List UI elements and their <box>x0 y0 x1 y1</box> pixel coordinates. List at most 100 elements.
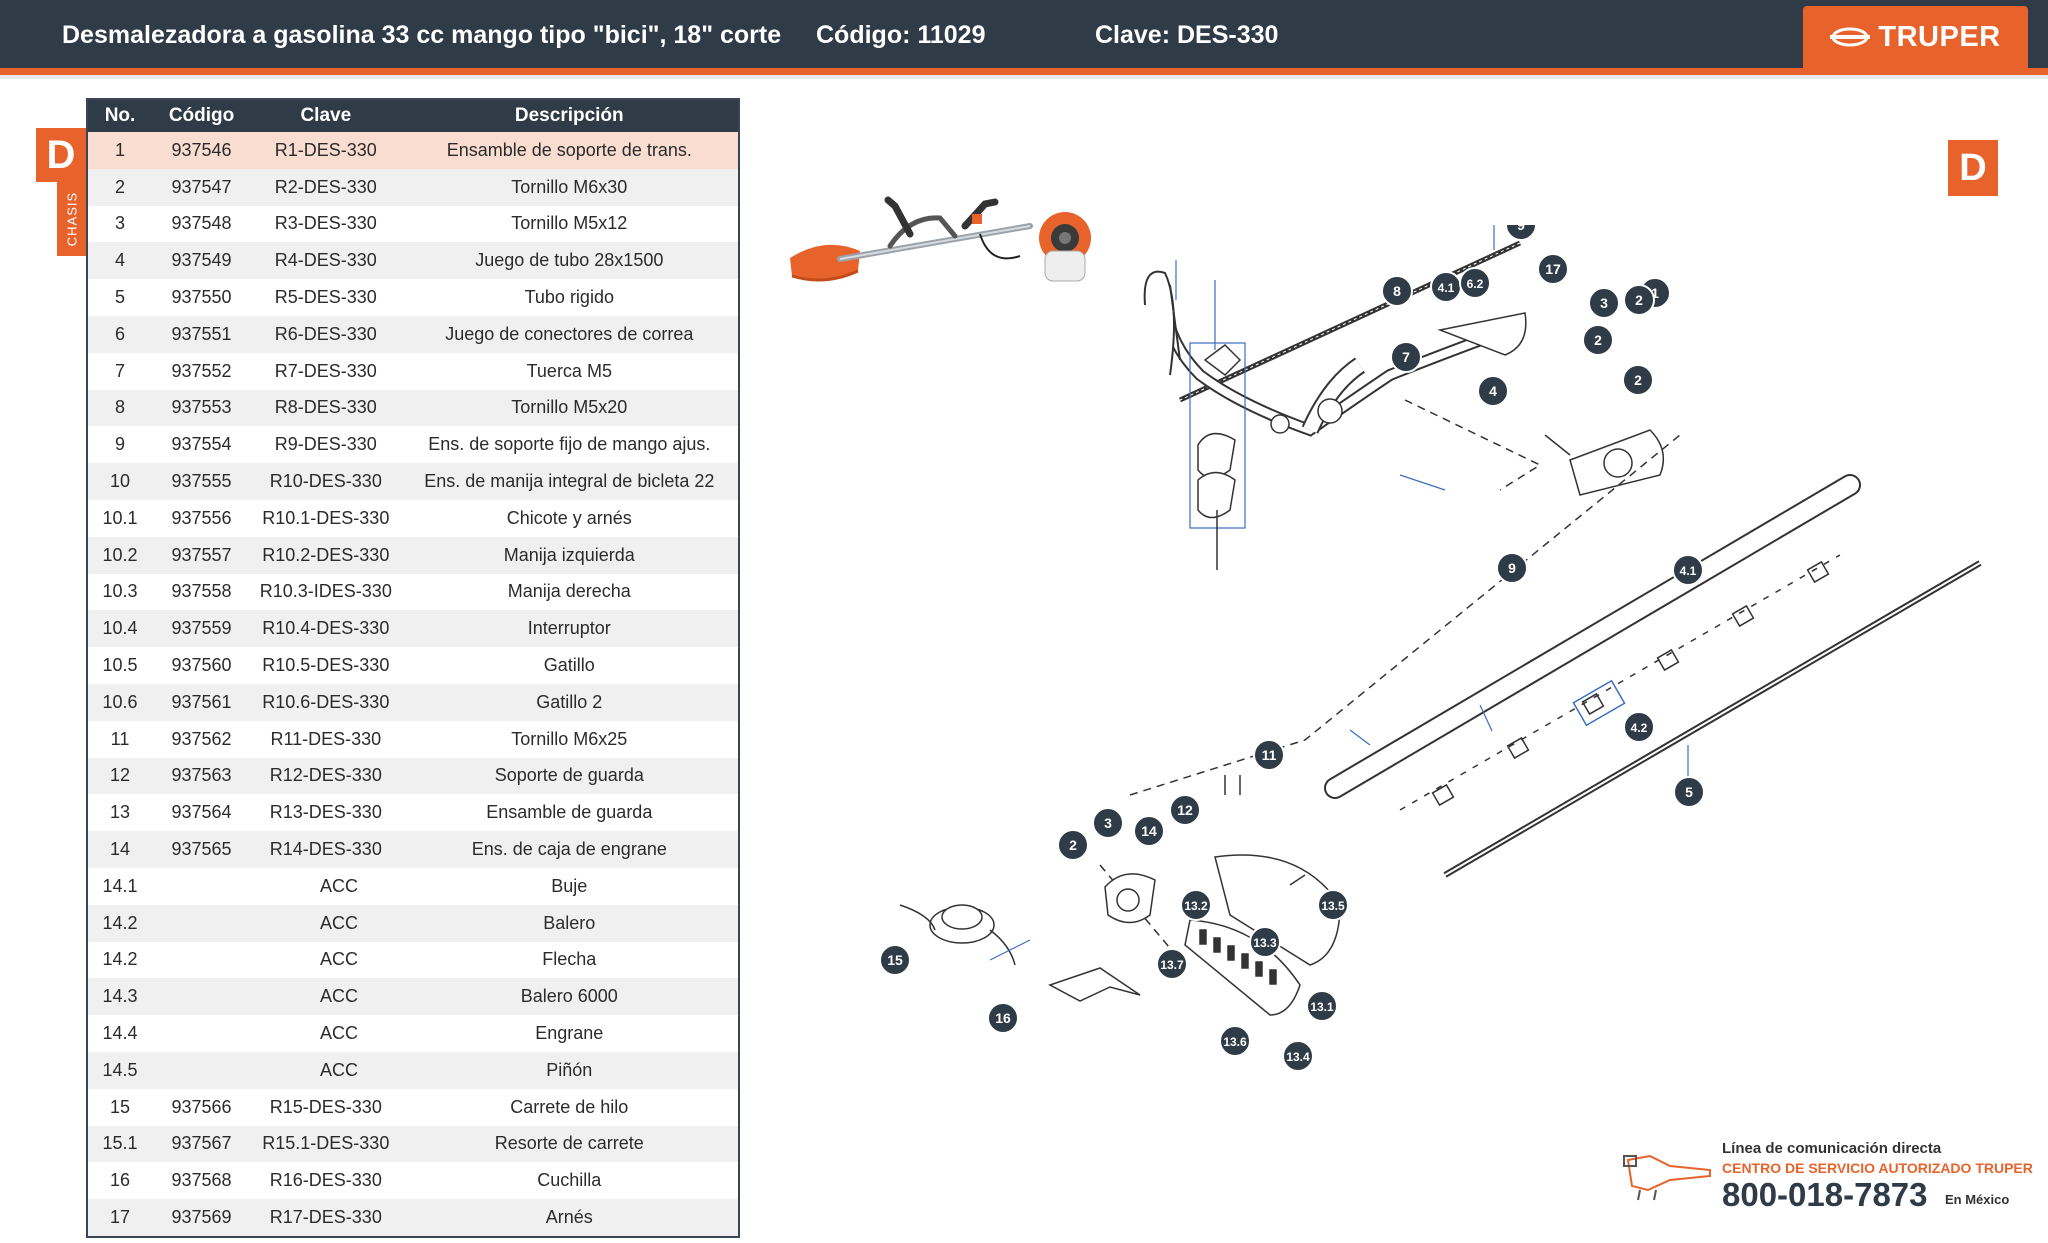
callout-badge: 2 <box>1623 284 1655 316</box>
cell-clave: R10.4-DES-330 <box>251 610 401 648</box>
cell-descripcion: Carrete de hilo <box>400 1088 739 1126</box>
brand-name: TRUPER <box>1878 20 2001 53</box>
cell-descripcion: Balero 6000 <box>400 978 739 1016</box>
cell-codigo: 937547 <box>152 168 252 206</box>
callout-label: 2 <box>1069 837 1077 853</box>
cell-descripcion: Flecha <box>400 941 739 979</box>
callout-circle <box>1092 807 1124 839</box>
cell-codigo: 937558 <box>152 573 252 611</box>
callout-circle <box>1459 267 1491 299</box>
cell-clave: R4-DES-330 <box>251 242 401 280</box>
product-code: Código: 11029 <box>816 21 986 49</box>
cell-descripcion: Ens. de manija integral de bicleta 22 <box>400 463 739 500</box>
callout-label: 13.3 <box>1253 936 1277 950</box>
cell-descripcion: Arnés <box>400 1199 739 1237</box>
cell-codigo: 937566 <box>152 1088 252 1126</box>
cell-acc: ACC <box>152 1015 401 1052</box>
callout-badge: 9 <box>1505 225 1537 241</box>
cell-no: 10.4 <box>87 610 153 648</box>
section-name-tab: CHASIS <box>57 182 86 256</box>
column-header-clave: Clave <box>251 99 401 132</box>
callout-badge: 4.1 <box>1672 554 1704 586</box>
cell-codigo: 937552 <box>152 352 252 390</box>
callout-circle <box>1496 552 1528 584</box>
cell-descripcion: Tubo rigido <box>400 279 739 316</box>
callout-circle <box>1057 829 1089 861</box>
cell-clave: R15-DES-330 <box>251 1088 401 1126</box>
callout-badge: 4.2 <box>1623 711 1655 743</box>
cell-clave: R10.3-IDES-330 <box>251 573 401 611</box>
callout-badge: 13.6 <box>1219 1025 1251 1057</box>
callout-badge: 13.1 <box>1306 990 1338 1022</box>
callout-circle <box>1673 776 1705 808</box>
callout-label: 13.4 <box>1286 1050 1310 1064</box>
callout-badge: 2 <box>1582 324 1614 356</box>
callout-circle <box>1317 889 1349 921</box>
cell-no: 10.2 <box>87 536 153 574</box>
cell-clave: R10.5-DES-330 <box>251 647 401 684</box>
cell-no: 10.6 <box>87 683 153 721</box>
callout-label: 17 <box>1545 261 1561 277</box>
callout-label: 4.2 <box>1631 721 1648 735</box>
cell-no: 8 <box>87 389 153 427</box>
callout-badge: 5 <box>1673 776 1705 808</box>
cell-no: 10.5 <box>87 647 153 684</box>
exploded-parts-diagram: 10984.16.217132274294.14.251112314213.21… <box>880 225 1982 1072</box>
cell-codigo: 937559 <box>152 610 252 648</box>
cell-clave: R2-DES-330 <box>251 168 401 206</box>
cell-descripcion: Buje <box>400 867 739 905</box>
service-phone[interactable]: 800-018-7873 <box>1722 1176 1928 1213</box>
cell-no: 7 <box>87 352 153 390</box>
column-header-codigo: Código <box>152 99 252 132</box>
callout-badge: 13.2 <box>1180 889 1212 921</box>
cell-clave: R14-DES-330 <box>251 831 401 868</box>
cell-descripcion: Cuchilla <box>400 1162 739 1200</box>
cell-no: 14.2 <box>87 904 153 942</box>
cell-descripcion: Chicote y arnés <box>400 499 739 537</box>
callout-circle <box>1537 253 1569 285</box>
cell-descripcion: Piñón <box>400 1051 739 1089</box>
cell-codigo: 937555 <box>152 463 252 500</box>
cell-no: 14.2 <box>87 941 153 979</box>
callout-badge: 13.5 <box>1317 889 1349 921</box>
cell-acc: ACC <box>152 904 401 942</box>
cell-codigo: 937567 <box>152 1125 252 1163</box>
cell-acc: ACC <box>152 941 401 979</box>
cell-no: 1 <box>87 132 153 169</box>
callout-circle <box>1219 1025 1251 1057</box>
section-name: CHASIS <box>64 191 79 247</box>
cell-descripcion: Tornillo M6x30 <box>400 168 739 206</box>
cell-codigo: 937550 <box>152 279 252 316</box>
cell-no: 13 <box>87 794 153 832</box>
cell-clave: R5-DES-330 <box>251 279 401 316</box>
product-title: Desmalezadora a gasolina 33 cc mango tip… <box>62 21 782 49</box>
cell-no: 14.4 <box>87 1015 153 1052</box>
truper-logo-icon <box>1830 27 1871 47</box>
cell-codigo: 937551 <box>152 315 252 353</box>
cell-clave: R1-DES-330 <box>251 132 401 169</box>
cell-descripcion: Ensamble de guarda <box>400 794 739 832</box>
cell-descripcion: Engrane <box>400 1015 739 1052</box>
callout-badge: 8 <box>1381 275 1413 307</box>
cell-clave: R10.2-DES-330 <box>251 536 401 574</box>
callout-label: 16 <box>995 1010 1011 1026</box>
header-shadow <box>0 75 2048 79</box>
cell-codigo: 937562 <box>152 720 252 758</box>
cell-codigo: 937556 <box>152 499 252 537</box>
callout-badge: 12 <box>1169 794 1201 826</box>
